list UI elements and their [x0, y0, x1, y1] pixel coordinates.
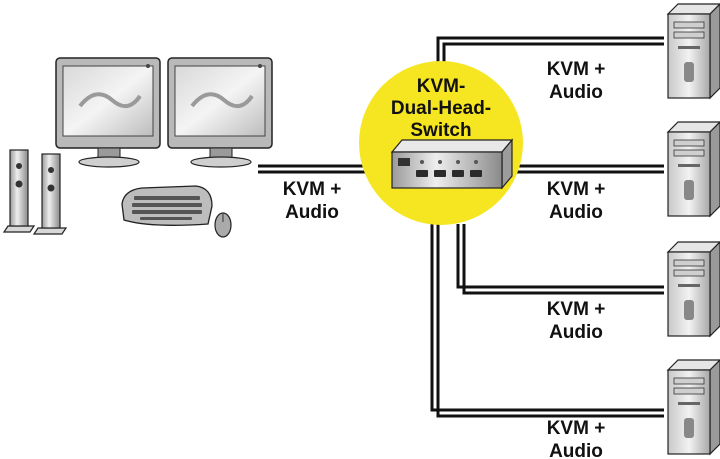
- tower-computer-icon: [666, 359, 720, 456]
- speaker-icon: [32, 153, 68, 235]
- mouse-icon: [214, 212, 232, 238]
- tower-computer-icon: [666, 241, 720, 338]
- output-label-3-line1: KVM +: [547, 299, 606, 320]
- keyboard-icon: [121, 185, 213, 226]
- cable-switch-to-pc3: [456, 224, 664, 295]
- switch-title-line1: KVM-: [417, 76, 466, 97]
- switch-title-line2: Dual-Head-: [391, 98, 491, 119]
- output-label-3-line2: Audio: [549, 322, 603, 343]
- host-link-label-line1: KVM +: [283, 179, 342, 200]
- cable-switch-to-pc4: [430, 224, 664, 418]
- cable-switch-to-pc2: [500, 164, 664, 174]
- output-label-2-line1: KVM +: [547, 179, 606, 200]
- switch-title-line3: Switch: [410, 120, 471, 141]
- tower-computer-icon: [666, 3, 720, 100]
- output-label-2-line2: Audio: [549, 202, 603, 223]
- output-label-4-line2: Audio: [549, 441, 603, 459]
- kvm-switch-device-icon: [390, 138, 514, 190]
- output-label-1-line1: KVM +: [547, 59, 606, 80]
- tower-computer-icon: [666, 121, 720, 218]
- speaker-icon: [2, 149, 36, 233]
- monitor-icon: [55, 57, 161, 168]
- monitor-icon: [167, 57, 273, 168]
- output-label-4-line1: KVM +: [547, 418, 606, 439]
- host-link-label-line2: Audio: [285, 202, 339, 223]
- output-label-1-line2: Audio: [549, 82, 603, 103]
